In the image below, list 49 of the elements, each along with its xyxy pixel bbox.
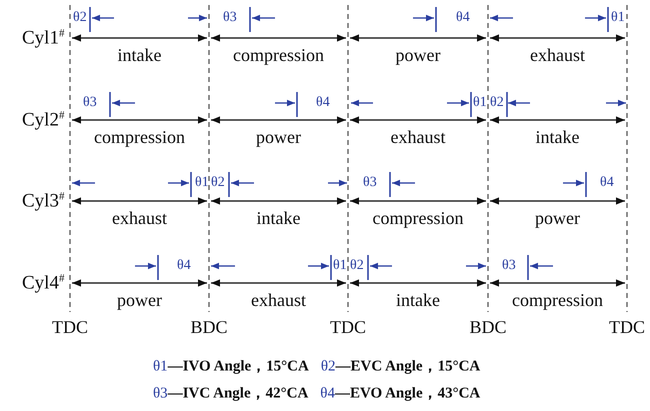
stroke-label: compression bbox=[233, 46, 324, 64]
stroke-label: exhaust bbox=[390, 128, 446, 146]
cylinder-label: Cyl3$^{#}$ bbox=[22, 191, 64, 211]
angle-symbol: θ3 bbox=[153, 386, 168, 402]
cylinder-label: Cyl2$^{#}$ bbox=[22, 110, 64, 130]
legend-text: —IVO Angle，15°CA bbox=[168, 360, 309, 374]
stroke-label: power bbox=[117, 291, 162, 309]
angle-label: θ1 bbox=[195, 176, 209, 190]
angle-label: θ3 bbox=[502, 259, 516, 273]
legend-text: —EVO Angle，43°CA bbox=[334, 386, 480, 402]
stroke-label: power bbox=[396, 46, 440, 64]
stroke-label: compression bbox=[372, 209, 464, 227]
cylinder-label: Cyl4$^{#}$ bbox=[22, 273, 64, 293]
angle-label: θ2 bbox=[490, 96, 504, 110]
stroke-label: intake bbox=[396, 291, 440, 309]
angle-symbol: θ4 bbox=[320, 386, 335, 402]
stroke-label: power bbox=[535, 209, 580, 227]
angle-label: θ2 bbox=[211, 176, 225, 190]
stroke-label: exhaust bbox=[112, 209, 167, 227]
angle-label: θ3 bbox=[363, 176, 377, 190]
stroke-label: compression bbox=[512, 291, 603, 309]
angle-label: θ4 bbox=[600, 176, 614, 190]
angle-label: θ4 bbox=[177, 259, 191, 273]
legend-text: —IVC Angle，42°CA bbox=[168, 386, 308, 402]
angle-label: θ2 bbox=[350, 259, 364, 273]
stroke-label: exhaust bbox=[530, 46, 585, 64]
position-label: BDC bbox=[470, 318, 506, 336]
stroke-label: power bbox=[256, 128, 301, 146]
angle-label: θ1 bbox=[333, 259, 347, 273]
position-label: TDC bbox=[52, 318, 88, 336]
stroke-label: intake bbox=[536, 128, 580, 146]
position-label: TDC bbox=[330, 318, 366, 336]
legend-text: —EVC Angle，15°CA bbox=[336, 360, 480, 374]
stroke-label: exhaust bbox=[251, 291, 306, 309]
angle-label: θ1 bbox=[611, 11, 625, 25]
cylinder-label: Cyl1$^{#}$ bbox=[22, 28, 64, 48]
stroke-label: compression bbox=[94, 128, 185, 146]
angle-label: θ3 bbox=[83, 96, 97, 110]
stroke-label: intake bbox=[256, 209, 300, 227]
angle-symbol: θ1 bbox=[153, 360, 168, 374]
angle-label: θ1 bbox=[473, 96, 487, 110]
angle-symbol: θ2 bbox=[320, 360, 336, 374]
stroke-label: intake bbox=[118, 46, 162, 64]
position-label: BDC bbox=[190, 318, 228, 336]
position-label: TDC bbox=[609, 318, 645, 336]
angle-label: θ4 bbox=[456, 11, 470, 25]
angle-label: θ3 bbox=[223, 11, 237, 25]
angle-label: θ4 bbox=[316, 96, 330, 110]
angle-label: θ2 bbox=[73, 11, 87, 25]
